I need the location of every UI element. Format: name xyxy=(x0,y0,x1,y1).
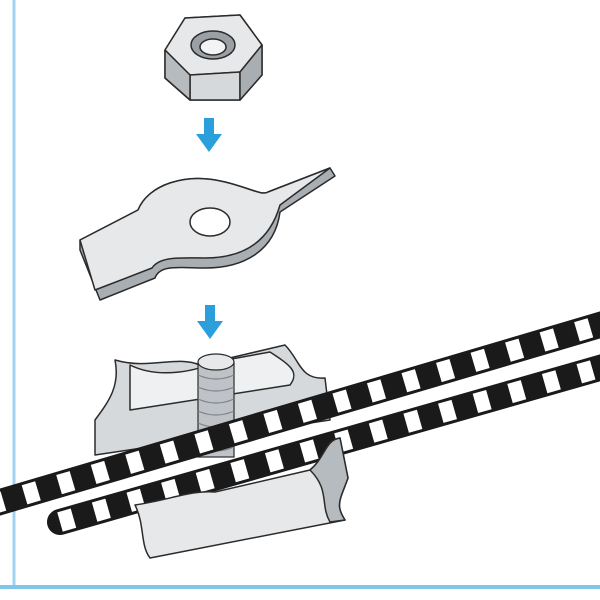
wire-rope-clip-front-icon xyxy=(134,437,349,559)
arrow-down-icon xyxy=(197,305,223,339)
washer-plate-icon xyxy=(79,167,336,301)
striped-cable xyxy=(0,311,600,516)
hex-nut-icon xyxy=(164,14,263,101)
arrow-down-icon xyxy=(196,118,222,152)
